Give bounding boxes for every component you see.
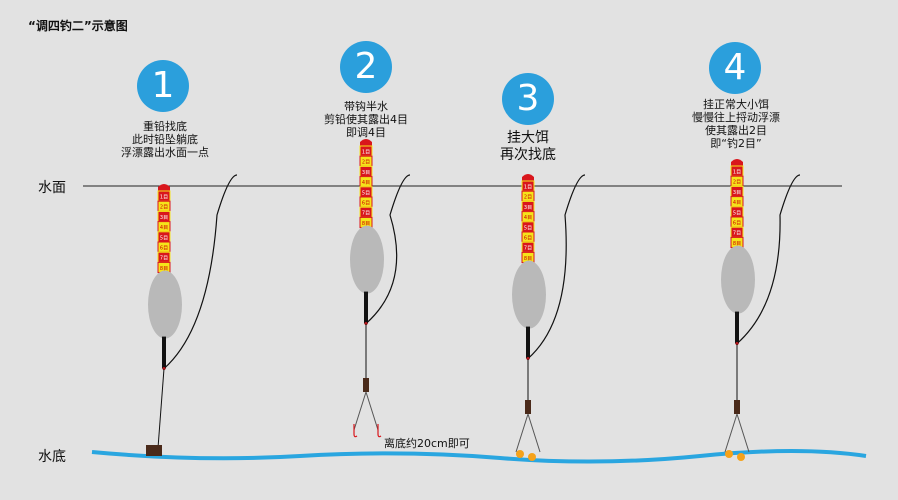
- step-4-line: 使其露出2目: [705, 124, 767, 137]
- step-1-line: 重铅找底: [143, 120, 187, 133]
- water-bottom-line: [91, 449, 867, 464]
- step-1-line: 浮漂露出水面一点: [121, 146, 209, 159]
- float-body: [350, 225, 384, 294]
- hook-line: [353, 391, 379, 431]
- float-segment-label: 6目: [160, 246, 168, 252]
- hook-line: [515, 413, 541, 453]
- water-surface-label: 水面: [38, 180, 66, 196]
- float-segment-label: 8目: [160, 266, 168, 272]
- float-segment-label: 8目: [362, 221, 370, 227]
- float-body: [721, 245, 755, 314]
- float-cap: [360, 139, 372, 146]
- step-1-text: 重铅找底此时铅坠躺底浮漂露出水面一点: [121, 120, 209, 159]
- float-segment-label: 1目: [733, 170, 741, 176]
- step-3-line: 挂大饵: [507, 130, 549, 146]
- step-3-circle: 3: [502, 73, 554, 125]
- step-2-text: 带钩半水剪铅使其露出4目即调4目: [324, 100, 408, 139]
- step-4-text: 挂正常大小饵慢慢往上捋动浮漂使其露出2目即“钓2目”: [692, 98, 780, 150]
- float-cap: [731, 159, 743, 166]
- float-segment-label: 4目: [362, 180, 370, 186]
- float-segment-label: 1目: [160, 195, 168, 201]
- float-segment-label: 3目: [160, 215, 168, 221]
- float-cap: [522, 174, 534, 181]
- float-stem: [364, 291, 368, 324]
- fishing-line: [736, 174, 801, 345]
- float-segment-label: 4目: [733, 200, 741, 206]
- step-4-circle: 4: [709, 42, 761, 94]
- distance-note: 离底约20cm即可: [384, 437, 470, 450]
- float-segment-label: 3目: [733, 190, 741, 196]
- bait: [528, 453, 536, 461]
- float-stem: [735, 311, 739, 344]
- step-4-line: 慢慢往上捋动浮漂: [692, 111, 780, 124]
- step-4-line: 即“钓2目”: [710, 137, 762, 150]
- step-2-circle: 2: [340, 41, 392, 93]
- bait: [737, 453, 745, 461]
- float-segment-label: 8目: [524, 256, 532, 262]
- fishing-line: [527, 174, 586, 360]
- float-segment-label: 3目: [524, 205, 532, 211]
- step-2-line: 即调4目: [346, 126, 386, 139]
- float-segment-label: 2目: [362, 160, 370, 166]
- float-segment-label: 2目: [733, 180, 741, 186]
- lead-sinker: [525, 400, 531, 414]
- bait: [516, 450, 524, 458]
- leader-line: [157, 368, 165, 449]
- float-segment-label: 2目: [160, 205, 168, 211]
- hook: [353, 424, 358, 438]
- float-body: [512, 260, 546, 329]
- float-segment-label: 5目: [362, 190, 370, 196]
- lead-sinker: [734, 400, 740, 414]
- step-1-line: 此时铅坠躺底: [132, 133, 198, 146]
- float-body: [148, 270, 182, 339]
- float-segment-label: 5目: [733, 210, 741, 216]
- lead-sinker: [146, 445, 162, 456]
- float-segment-label: 5目: [160, 235, 168, 241]
- float-segment-label: 1目: [524, 185, 532, 191]
- float-segment-label: 5目: [524, 225, 532, 231]
- step-3-text: 挂大饵再次找底: [500, 130, 556, 164]
- float-cap: [158, 184, 170, 191]
- fishing-line: [365, 174, 411, 325]
- hook-line: [724, 413, 750, 453]
- float-stem: [526, 326, 530, 359]
- lead-sinker: [363, 378, 369, 392]
- float-segment-label: 2目: [524, 195, 532, 201]
- float-stem: [162, 336, 166, 369]
- step-4-line: 挂正常大小饵: [703, 98, 769, 111]
- step-2-line: 剪铅使其露出4目: [324, 113, 408, 126]
- float-segment-label: 7目: [733, 231, 741, 237]
- float-segment-label: 7目: [362, 211, 370, 217]
- hook: [377, 424, 382, 438]
- float-segment-label: 6目: [362, 201, 370, 207]
- float-segment-label: 7目: [524, 246, 532, 252]
- float-segment-label: 6目: [733, 221, 741, 227]
- step-2-line: 带钩半水: [344, 100, 388, 113]
- float-segment-label: 8目: [733, 241, 741, 247]
- float-segment-label: 4目: [524, 215, 532, 221]
- float-segment-label: 3目: [362, 170, 370, 176]
- float-segment-label: 7目: [160, 256, 168, 262]
- float-segment-label: 4目: [160, 225, 168, 231]
- water-bottom-label: 水底: [38, 449, 66, 465]
- fishing-line: [163, 174, 238, 370]
- float-segment-label: 6目: [524, 236, 532, 242]
- bait: [725, 450, 733, 458]
- step-3-line: 再次找底: [500, 147, 556, 163]
- float-segment-label: 1目: [362, 150, 370, 156]
- step-1-circle: 1: [137, 60, 189, 112]
- diagram-title: “调四钓二”示意图: [28, 19, 128, 33]
